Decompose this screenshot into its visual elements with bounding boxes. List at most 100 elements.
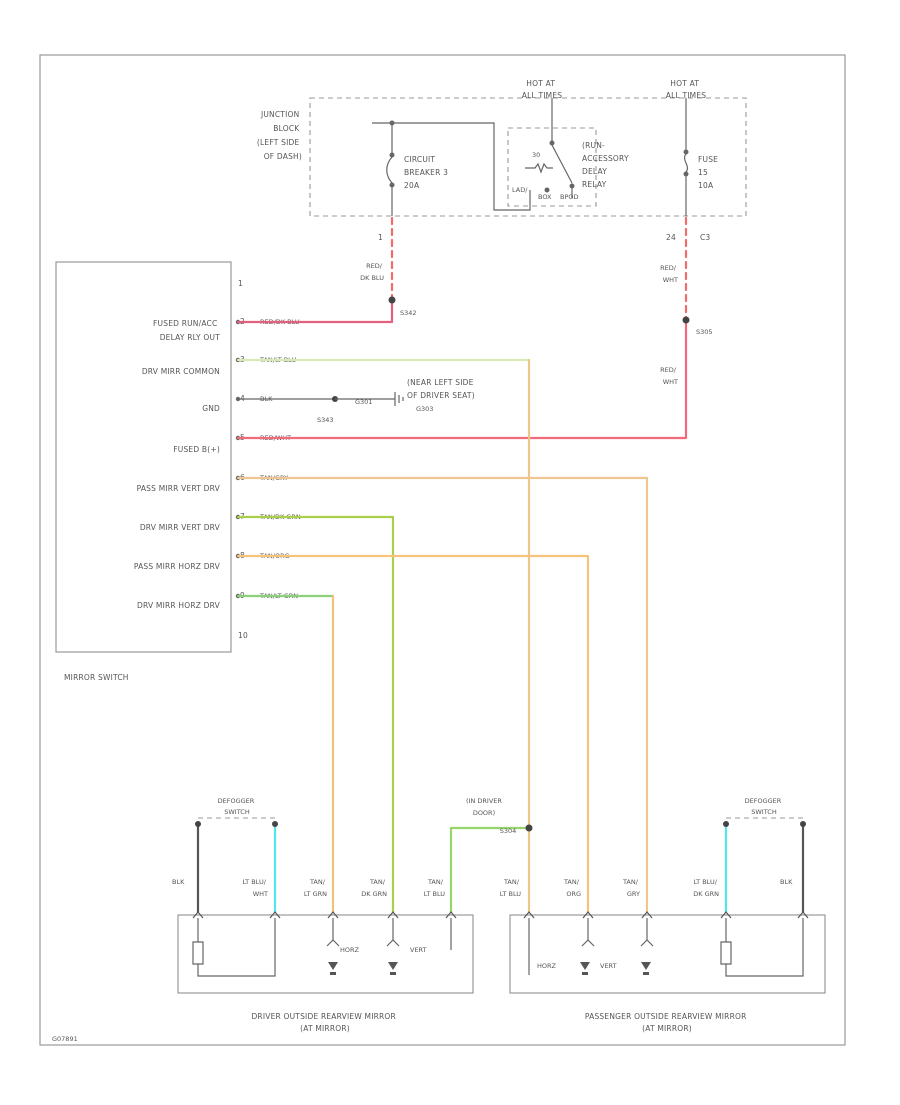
wire-tan-gry (236, 476, 649, 914)
passenger-defogger-label: DEFOGGER SWITCH (745, 797, 784, 816)
driver-heater-element (192, 941, 204, 965)
switch-pin-top: 1 (238, 279, 243, 288)
connector-pin (582, 911, 594, 919)
mirror-switch-name: MIRROR SWITCH (64, 673, 129, 682)
splice-s304 (525, 824, 533, 832)
connector-pin (720, 911, 732, 919)
passenger-mirror: PASSENGER OUTSIDE REARVIEW MIRROR (AT MI… (500, 797, 826, 1033)
junction-block-outline (309, 97, 747, 217)
switch-row-label: DRV MIRR COMMON (142, 367, 220, 376)
relay-label: (RUN- ACCESSORY DELAY RELAY (582, 141, 631, 189)
passenger-wire-label: LT BLU/ DK GRN (693, 878, 719, 898)
driver-wire-label: TAN/ LT BLU (424, 878, 446, 898)
splice-s342 (388, 296, 396, 304)
relay-outline (507, 127, 597, 207)
driver-wire-label: LT BLU/ WHT (242, 878, 268, 898)
relay-ctrl-label: LAD/ BOX BPOD (512, 186, 579, 201)
driver-connector-pins (192, 911, 457, 919)
driver-motor-horz (326, 939, 340, 947)
footer-code: G07891 (52, 1035, 78, 1043)
connector-pin (269, 911, 281, 919)
breaker-contact-bottom (389, 182, 395, 188)
switch-row-label: FUSED B(+) (173, 445, 220, 454)
driver-defogger-label: DEFOGGER SWITCH (218, 797, 257, 816)
driver-motor-icon (388, 962, 398, 975)
wire-red-dkblu (236, 296, 394, 324)
switch-row-label: PASS MIRR VERT DRV (137, 484, 221, 493)
driver-defogger-contact (272, 821, 278, 827)
fuse-element (683, 153, 689, 173)
switch-row-label: GND (202, 404, 220, 413)
fuse-contact-top (683, 149, 689, 155)
junction-connector-c3: C3 (700, 233, 710, 242)
breaker-feed-wire (372, 122, 531, 211)
fuse-contact-bottom (683, 171, 689, 177)
ground-symbol (394, 392, 404, 406)
junction-block-label: JUNCTION BLOCK (LEFT SIDE OF DASH) (257, 110, 302, 161)
breaker-feed-node (389, 120, 395, 126)
hot-at-all-times-right: HOT AT ALL TIMES (666, 79, 706, 100)
mirror-switch-box (55, 261, 232, 653)
driver-motor-vert (386, 939, 400, 947)
passenger-motor-vert (640, 939, 654, 947)
passenger-heater-return (725, 918, 804, 977)
splice-s305 (682, 316, 690, 324)
passenger-mirror-name: PASSENGER OUTSIDE REARVIEW MIRROR (AT MI… (585, 1012, 749, 1033)
splice-s304-label: (IN DRIVER DOOR) S304 (466, 797, 516, 835)
mirror-switch: 1 10 MIRROR SWITCH FUSED RUN/ACC DELAY R… (55, 261, 301, 682)
connector-pin (445, 911, 457, 919)
junction-pin-1: 1 (378, 233, 383, 242)
outer-frame (39, 54, 846, 1046)
passenger-vert-label: VERT (600, 962, 617, 970)
relay-pin-30: 30 (532, 151, 540, 159)
driver-defogger-contact (195, 821, 201, 827)
hot-at-all-times-left: HOT AT ALL TIMES (522, 79, 562, 100)
passenger-wire-label: TAN/ ORG (563, 878, 581, 898)
passenger-defogger-contact (800, 821, 806, 827)
splice-s342-label: S342 (400, 309, 417, 317)
switch-row-label: PASS MIRR HORZ DRV (134, 562, 221, 571)
passenger-horz-label: HORZ (537, 962, 557, 970)
wire-ltgrn-short (449, 826, 531, 914)
passenger-wire-label: BLK (780, 878, 793, 886)
passenger-motor-icon (580, 962, 590, 975)
wire-label-red-wht-mid: RED/ WHT (660, 366, 678, 386)
junction-block: JUNCTION BLOCK (LEFT SIDE OF DASH) HOT A… (257, 79, 747, 242)
switch-row-label: DRV MIRR HORZ DRV (137, 601, 221, 610)
passenger-motor-horz (581, 939, 595, 947)
wire-label-red-dkblu: RED/ DK BLU (360, 262, 384, 282)
connector-pin (641, 911, 653, 919)
driver-wire-label: TAN/ DK GRN (361, 878, 387, 898)
connector-pin (523, 911, 535, 919)
relay-ctrl-node (544, 187, 550, 193)
splice-s343-label: S343 (317, 416, 334, 424)
relay-switch-arm (551, 144, 573, 184)
driver-wire-label: BLK (172, 878, 185, 886)
splice-s343-sub: G301 (355, 398, 372, 406)
wires: S342 RED/ DK BLU S305 RED/ WHT RED/ WHT … (196, 216, 805, 914)
passenger-connector-pins (523, 911, 809, 919)
wire-tan-org (236, 554, 590, 914)
breaker-label: CIRCUIT BREAKER 3 20A (404, 155, 451, 190)
driver-wire-label: TAN/ LT GRN (304, 878, 327, 898)
switch-row-label: FUSED RUN/ACC DELAY RLY OUT (153, 319, 220, 342)
ground-note: (NEAR LEFT SIDE OF DRIVER SEAT) (407, 378, 476, 400)
relay-common-contact (549, 140, 555, 146)
driver-mirror: DRIVER OUTSIDE REARVIEW MIRROR (AT MIRRO… (172, 797, 474, 1033)
connector-pin (387, 911, 399, 919)
passenger-wire-label: TAN/ GRY (622, 878, 640, 898)
passenger-mirror-box (509, 914, 826, 994)
driver-mirror-box (177, 914, 474, 994)
relay-no-contact (569, 183, 575, 189)
relay-coil (525, 162, 553, 174)
driver-mirror-name: DRIVER OUTSIDE REARVIEW MIRROR (AT MIRRO… (251, 1012, 398, 1033)
connector-pin (192, 911, 204, 919)
ground-g303-label: G303 (416, 405, 433, 413)
switch-pin-bottom: 10 (238, 631, 248, 640)
passenger-motor-icon (641, 962, 651, 975)
passenger-heater-element (720, 941, 732, 965)
splice-s305-label: S305 (696, 328, 713, 336)
passenger-wire-label: TAN/ LT BLU (500, 878, 522, 898)
